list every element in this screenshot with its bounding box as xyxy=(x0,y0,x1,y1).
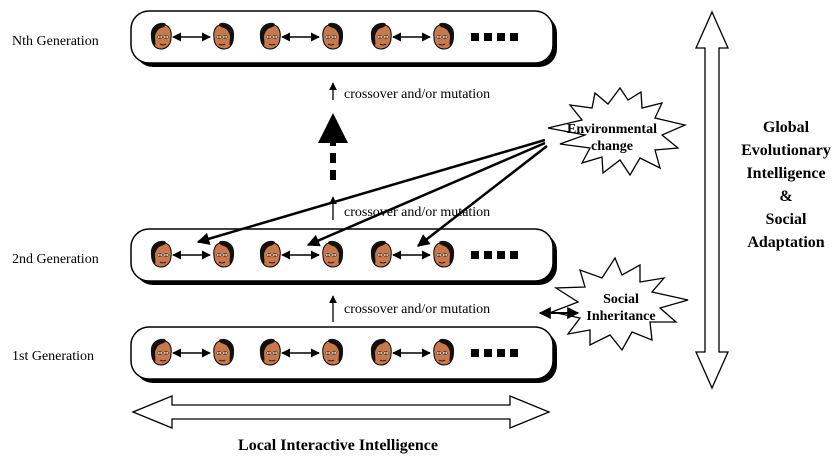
global-label-line-1: Global xyxy=(763,119,810,136)
nth-generation-individuals xyxy=(150,22,518,50)
local-interactive-label: Local Interactive Intelligence xyxy=(238,437,438,454)
second-generation-individuals xyxy=(150,240,518,268)
first-generation-box xyxy=(130,326,557,383)
first-generation-label: 1st Generation xyxy=(12,349,94,364)
face-icon xyxy=(370,338,392,366)
face-icon xyxy=(214,241,234,267)
face-icon xyxy=(214,339,234,365)
ellipsis-dots xyxy=(471,33,518,41)
face-icon xyxy=(259,240,281,268)
environmental-change-burst: Environmental change xyxy=(547,86,688,177)
social-inheritance-line2: Inheritance xyxy=(586,309,655,324)
face-icon xyxy=(150,338,172,366)
face-icon xyxy=(259,338,281,366)
face-icon xyxy=(150,240,172,268)
global-vertical-double-arrow xyxy=(694,10,730,390)
face-icon xyxy=(259,22,281,50)
second-generation-box xyxy=(130,228,557,285)
face-icon xyxy=(214,23,234,49)
global-label-line-3: Intelligence xyxy=(746,165,825,182)
face-icon xyxy=(323,241,343,267)
face-icon xyxy=(434,339,454,365)
face-icon xyxy=(434,241,454,267)
face-icon xyxy=(434,23,454,49)
upper-transition-label: crossover and/or mutation xyxy=(344,87,490,102)
environmental-influence-arrows xyxy=(196,138,548,247)
global-label-line-4: & xyxy=(779,188,792,205)
global-label-line-6: Adaptation xyxy=(747,234,824,251)
environmental-change-line1: Environmental xyxy=(567,122,657,137)
nth-generation-box xyxy=(130,10,557,67)
face-icon xyxy=(370,22,392,50)
environmental-change-line2: change xyxy=(591,139,633,154)
global-evolutionary-label: Global Evolutionary Intelligence & Socia… xyxy=(741,119,831,251)
global-label-line-5: Social xyxy=(766,211,807,228)
lower-transition-label: crossover and/or mutation xyxy=(344,302,490,317)
face-icon xyxy=(150,22,172,50)
face-icon xyxy=(323,23,343,49)
face-icon xyxy=(370,240,392,268)
second-generation-label: 2nd Generation xyxy=(12,252,99,267)
global-label-line-2: Evolutionary xyxy=(741,142,831,159)
social-inheritance-burst: Social Inheritance xyxy=(549,256,689,352)
middle-transition-label: crossover and/or mutation xyxy=(344,205,490,220)
ellipsis-dots xyxy=(471,251,518,259)
nth-generation-label: Nth Generation xyxy=(12,34,99,49)
first-generation-individuals xyxy=(150,338,518,366)
face-icon xyxy=(323,339,343,365)
ellipsis-dots xyxy=(471,349,518,357)
local-horizontal-double-arrow xyxy=(131,395,551,429)
social-inheritance-line1: Social xyxy=(603,292,639,307)
